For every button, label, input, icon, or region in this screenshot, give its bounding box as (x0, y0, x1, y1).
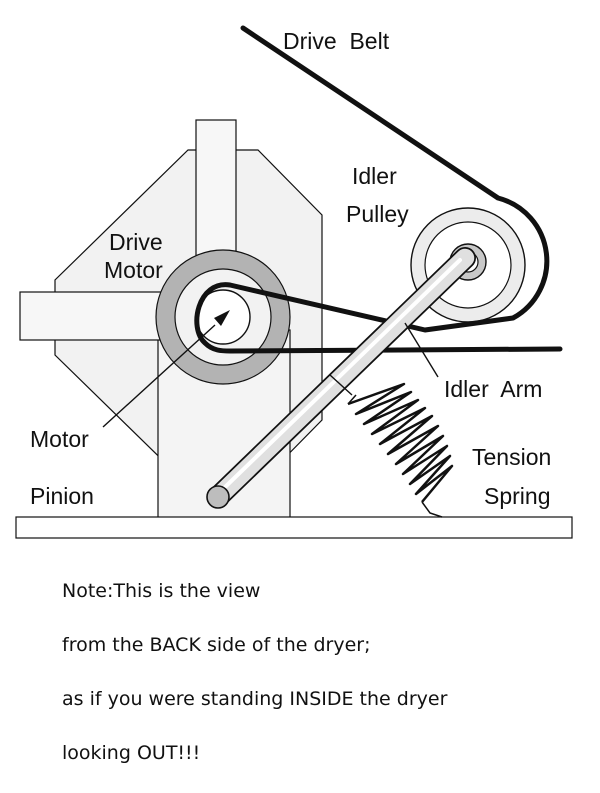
idler-arm-joint (329, 374, 353, 396)
label-idler-arm: Idler Arm (444, 376, 542, 402)
label-idler-pulley-line1: Idler (352, 163, 397, 189)
base-plate (15, 516, 573, 539)
label-tension-spring-line1: Tension (472, 444, 551, 470)
label-idler-pulley-line2: Pulley (346, 201, 409, 227)
note-line: looking OUT!!! (62, 742, 201, 764)
label-tension-spring-line2: Spring (484, 483, 550, 509)
orientation-note: Note:This is the view from the BACK side… (62, 576, 592, 792)
idler-arm-leader-line (404, 322, 439, 378)
label-motor: Motor (30, 426, 89, 452)
label-pinion: Pinion (30, 483, 94, 509)
idler-arm-body (208, 248, 475, 507)
note-line: Note:This is the view (62, 580, 261, 602)
label-drive-belt: Drive Belt (283, 28, 390, 54)
idler-arm-pivot (206, 485, 230, 509)
label-drive-motor-line1: Drive (109, 229, 163, 255)
drive-system-diagram: Drive Belt Idler Pulley Drive Motor Idle… (15, 25, 573, 539)
idler-arm-highlight (220, 258, 462, 492)
motor-leader-line (102, 324, 216, 428)
drive-belt (194, 25, 563, 354)
motor-leader-arrowhead (214, 310, 230, 326)
note-line: as if you were standing INSIDE the dryer (62, 688, 448, 710)
tension-spring (347, 382, 454, 518)
note-line: from the BACK side of the dryer; (62, 634, 371, 656)
label-drive-motor-line2: Motor (104, 257, 163, 283)
